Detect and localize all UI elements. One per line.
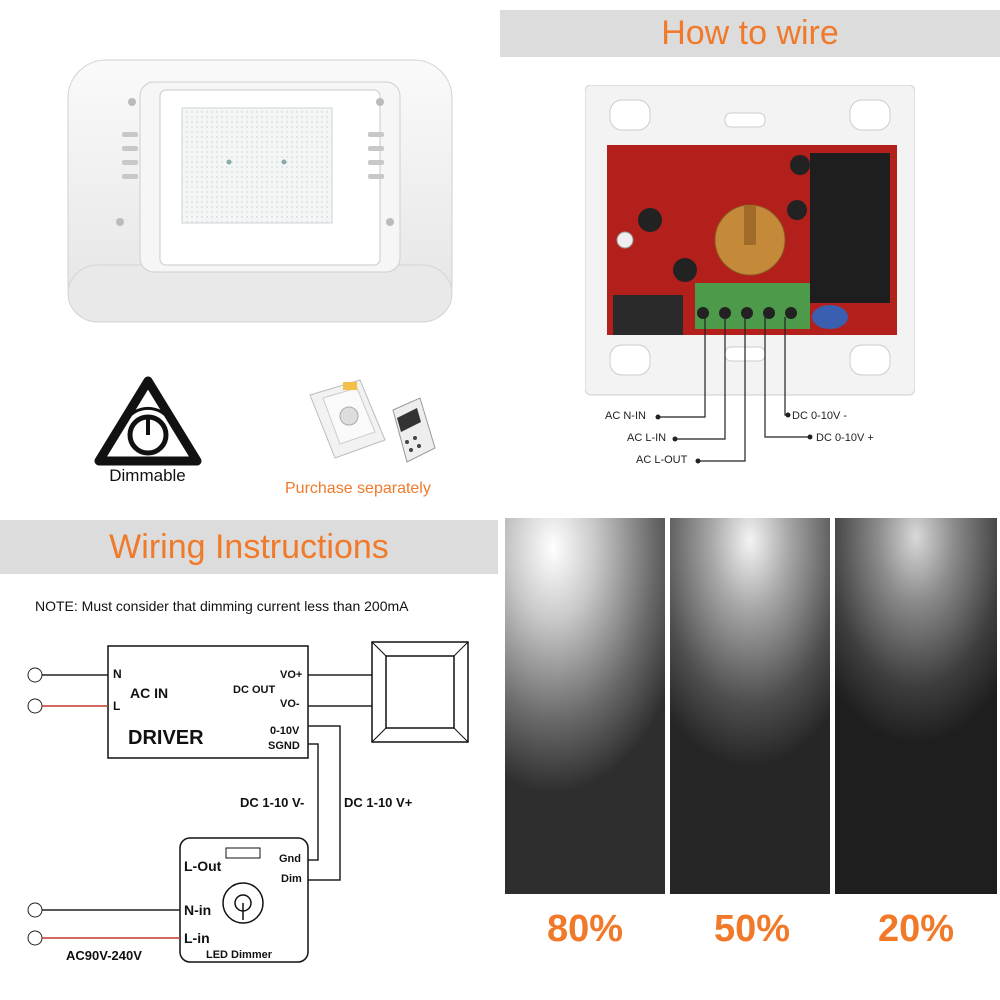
brightness-panel-20 [835,518,997,894]
terminal-leader-lines [655,317,813,464]
wiring-diagram-lines [27,641,469,963]
terminal-label-ac-l-out: AC L-OUT [636,454,688,466]
wiring-note: NOTE: Must consider that dimming current… [35,598,409,614]
dimmer-l-in-label: L-in [184,930,210,946]
light-fixture-image [67,59,453,323]
driver-sgnd-label: SGND [268,740,300,752]
how-to-wire-title: How to wire [661,14,839,52]
dc-plus-wire-label: DC 1-10 V+ [344,795,413,810]
dimmer-l-out-label: L-Out [184,858,222,874]
brightness-label-80: 80% [546,908,624,950]
dc-minus-wire-label: DC 1-10 V- [240,795,305,810]
purchase-note: Purchase separately [285,480,431,497]
how-to-wire-banner: How to wire [500,10,1000,57]
brightness-panel-80 [505,518,665,894]
brightness-label-20: 20% [877,908,955,950]
wiring-instructions-title: Wiring Instructions [109,527,389,566]
dimmable-label: Dimmable [109,466,186,485]
dimmer-module-image [585,85,915,396]
ac-voltage-label: AC90V-240V [66,948,142,963]
dimmable-icon [94,376,202,466]
dimmer-n-in-label: N-in [184,902,212,918]
driver-n-label: N [113,667,122,681]
driver-name: DRIVER [128,727,204,749]
terminal-label-ac-n-in: AC N-IN [605,410,646,422]
terminal-label-dc-plus: DC 0-10V + [816,432,874,444]
dimmer-remote-image [309,379,436,463]
driver-l-label: L [113,699,121,713]
brightness-label-50: 50% [713,908,791,950]
driver-dc-out-label: DC OUT [233,684,276,696]
wiring-instructions-banner: Wiring Instructions [0,520,498,574]
dimmer-dim-label: Dim [281,873,302,885]
terminal-label-ac-l-in: AC L-IN [627,432,667,444]
dimmer-name: LED Dimmer [206,949,273,961]
driver-ac-in-label: AC IN [130,685,169,701]
terminal-label-dc-minus: DC 0-10V - [792,410,848,422]
driver-vo-plus-label: VO+ [280,669,303,681]
dimmer-gnd-label: Gnd [279,853,301,865]
driver-vo-minus-label: VO- [280,698,300,710]
brightness-panel-50 [670,518,830,894]
driver-0-10v-label: 0-10V [270,725,300,737]
